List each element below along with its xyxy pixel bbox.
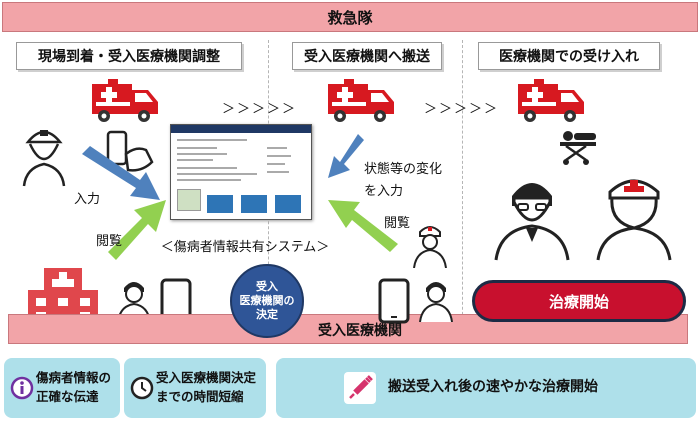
benefit-2-line-1: 受入医療機関決定 (156, 370, 257, 385)
nurse-icon-large (596, 179, 672, 261)
treatment-start-button: 治療開始 (472, 280, 686, 322)
benefit-1-line-1: 傷病者情報の (36, 370, 112, 385)
view-label-left: 閲覧 (96, 234, 123, 249)
view-label-right: 閲覧 (384, 216, 411, 231)
status-change-label: 状態等の変化 (364, 162, 443, 177)
paramedic-icon (22, 130, 66, 187)
doctor-icon-large (494, 183, 570, 261)
ambulance-icon-2 (328, 79, 394, 122)
ems-header-title: 救急隊 (327, 8, 373, 27)
info-icon (10, 376, 34, 400)
smartphone-hand-icon (106, 130, 154, 172)
benefit-box-accurate-info: 傷病者情報の 正確な伝達 (4, 358, 120, 418)
ambulance-icon-3 (518, 79, 584, 122)
decision-circle: 受入 医療機関の 決定 (230, 264, 304, 338)
progress-arrows-2: ＞＞＞＞＞ (424, 102, 500, 117)
decision-line-3: 決定 (256, 308, 278, 321)
treatment-start-label: 治療開始 (548, 292, 609, 311)
decision-line-2: 医療機関の (239, 294, 295, 307)
doctor-icon-small-right (419, 282, 453, 322)
system-label: ＜傷病者情報共有システム＞ (160, 240, 330, 255)
stage-divider-2 (462, 40, 463, 340)
tablet-icon-right (378, 278, 410, 324)
progress-arrows-1: ＞＞＞＞＞ (222, 102, 298, 117)
system-screen-thumbnail (170, 124, 312, 220)
status-input-label: を入力 (364, 184, 404, 199)
benefit-2-line-2: までの時間短縮 (156, 389, 244, 404)
input-arrow-left (82, 146, 160, 200)
stage-2-title: 受入医療機関へ搬送 (292, 42, 442, 70)
ambulance-icon-1 (92, 79, 158, 122)
clock-icon (130, 376, 154, 400)
benefit-3-line-1: 搬送受入れ後の速やかな治療開始 (388, 379, 598, 395)
hospital-band-label: 受入医療機関 (318, 323, 402, 339)
view-arrow-left (108, 200, 166, 260)
benefit-1-line-2: 正確な伝達 (36, 389, 99, 404)
benefit-box-quick-treatment: 搬送受入れ後の速やかな治療開始 (276, 358, 696, 418)
stage-3-title: 医療機関での受け入れ (478, 42, 660, 70)
status-input-arrow (328, 134, 364, 178)
nurse-icon-small (413, 226, 447, 268)
syringe-icon (344, 372, 376, 404)
stage-1-title: 現場到着・受入医療機関調整 (16, 42, 242, 70)
decision-line-1: 受入 (256, 280, 278, 293)
input-label-left: 入力 (74, 192, 101, 207)
ems-header-band: 救急隊 (2, 2, 698, 32)
benefit-box-time-reduction: 受入医療機関決定 までの時間短縮 (124, 358, 266, 418)
stretcher-icon (560, 131, 596, 165)
view-arrow-right (328, 200, 398, 252)
